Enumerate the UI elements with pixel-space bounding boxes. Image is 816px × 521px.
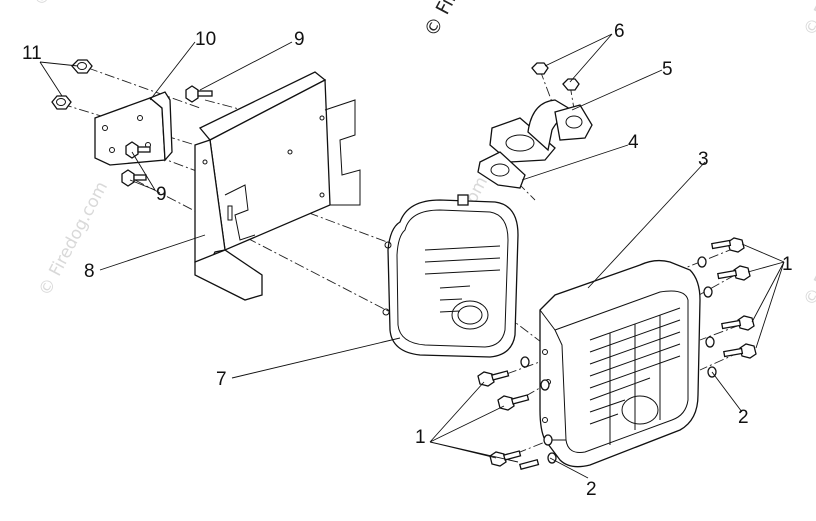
- muffler-bracket-8: [194, 71, 361, 301]
- nut-6-left: [531, 62, 549, 75]
- bolt-2-bottom: [518, 458, 540, 471]
- bolt-9-top: [185, 85, 213, 103]
- callout-1-left: 1: [415, 427, 426, 448]
- callout-2-bottom: 2: [586, 479, 597, 500]
- callout-8: 8: [84, 261, 95, 282]
- callout-5: 5: [662, 59, 673, 80]
- nut-11-lower: [51, 95, 72, 110]
- nut-11-upper: [71, 59, 93, 74]
- bolt-9-left-a: [125, 141, 151, 159]
- callout-1-right: 1: [782, 254, 793, 275]
- callout-2-right: 2: [738, 407, 749, 428]
- bolt-1-left-1: [477, 370, 510, 387]
- bolt-1-left-3: [489, 450, 522, 467]
- callout-9-top: 9: [294, 29, 305, 50]
- callout-10: 10: [195, 29, 217, 50]
- leader-lines: [39, 33, 785, 479]
- gasket-4: [477, 151, 526, 189]
- bolt-1-right-3: [721, 315, 755, 331]
- callout-7: 7: [216, 369, 227, 390]
- bolt-1-left-2: [497, 394, 530, 411]
- bolt-1-right-1: [711, 237, 745, 253]
- callout-9-left: 9: [156, 184, 167, 205]
- callout-4: 4: [628, 132, 639, 153]
- bolt-1-right-2: [717, 265, 751, 281]
- callout-11: 11: [22, 43, 42, 64]
- nut-6-right: [562, 78, 580, 91]
- washers-2-right: [697, 256, 717, 378]
- cover-vents: [589, 307, 681, 445]
- muffler-cover-3: [539, 259, 701, 468]
- callout-3: 3: [698, 149, 709, 170]
- bolt-1-right-4: [723, 343, 757, 359]
- callout-6: 6: [614, 21, 625, 42]
- muffler-7: [382, 194, 519, 358]
- exhaust-elbow-5: [489, 99, 593, 163]
